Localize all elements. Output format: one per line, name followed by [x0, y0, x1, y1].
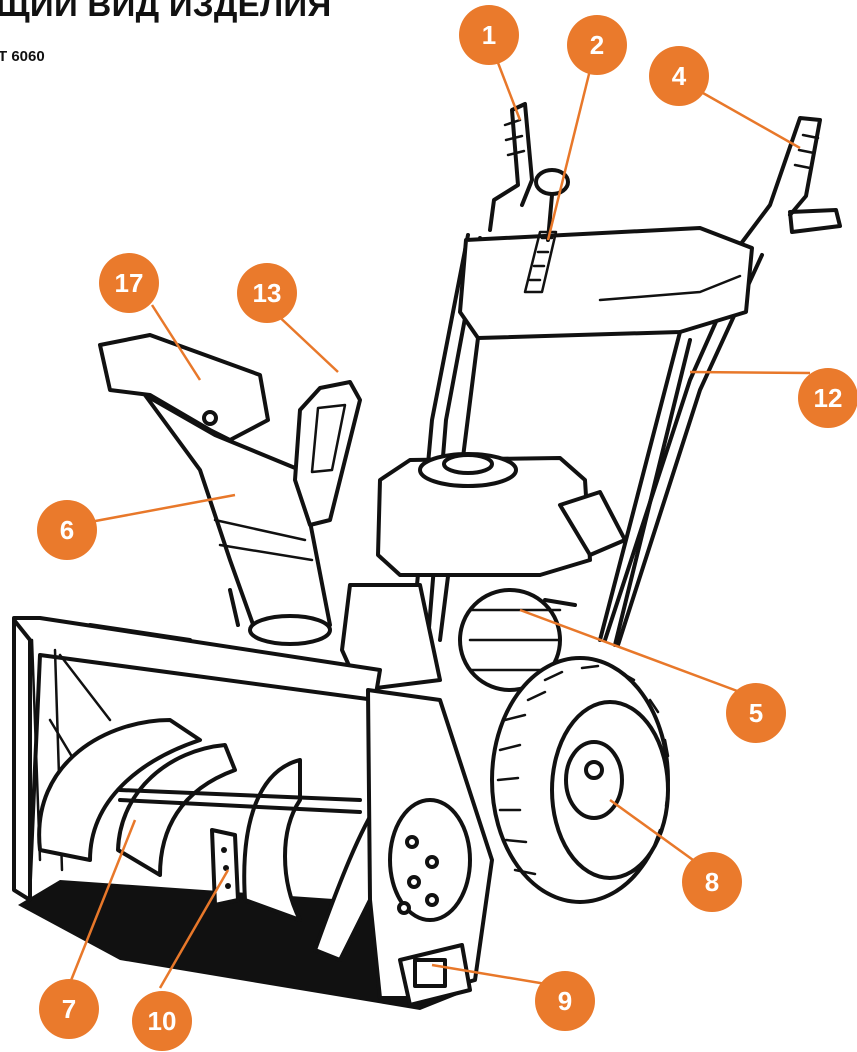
- chute-crank: [293, 380, 362, 527]
- control-dashboard: [458, 226, 754, 340]
- callout-7: 7: [39, 979, 99, 1039]
- svg-text:7: 7: [62, 994, 76, 1024]
- engine: [340, 452, 627, 692]
- svg-text:2: 2: [590, 30, 604, 60]
- callout-badges: 1 2 4 17 13 12 6 5 8 7 10 9: [37, 5, 857, 1051]
- chute: [98, 333, 332, 646]
- svg-text:12: 12: [814, 383, 843, 413]
- svg-text:9: 9: [558, 986, 572, 1016]
- callout-5: 5: [726, 683, 786, 743]
- svg-text:5: 5: [749, 698, 763, 728]
- callout-4: 4: [649, 46, 709, 106]
- callout-12: 12: [798, 368, 857, 428]
- svg-text:4: 4: [672, 61, 687, 91]
- callout-1: 1: [459, 5, 519, 65]
- callout-17: 17: [99, 253, 159, 313]
- auger-housing: [12, 616, 382, 902]
- svg-text:10: 10: [148, 1006, 177, 1036]
- callout-leaders: [68, 54, 811, 989]
- callout-8: 8: [682, 852, 742, 912]
- model-label: T 6060: [0, 48, 45, 65]
- svg-text:8: 8: [705, 867, 719, 897]
- callout-10: 10: [132, 991, 192, 1051]
- callout-13: 13: [237, 263, 297, 323]
- callout-9: 9: [535, 971, 595, 1031]
- callout-2: 2: [567, 15, 627, 75]
- svg-text:6: 6: [60, 515, 74, 545]
- svg-text:13: 13: [253, 278, 282, 308]
- housing-side-plate: [366, 688, 494, 1000]
- callout-6: 6: [37, 500, 97, 560]
- page-title: ЩИЙ ВИД ИЗДЕЛИЯ: [0, 0, 332, 23]
- wheel: [490, 656, 670, 904]
- svg-text:17: 17: [115, 268, 144, 298]
- svg-text:1: 1: [482, 20, 496, 50]
